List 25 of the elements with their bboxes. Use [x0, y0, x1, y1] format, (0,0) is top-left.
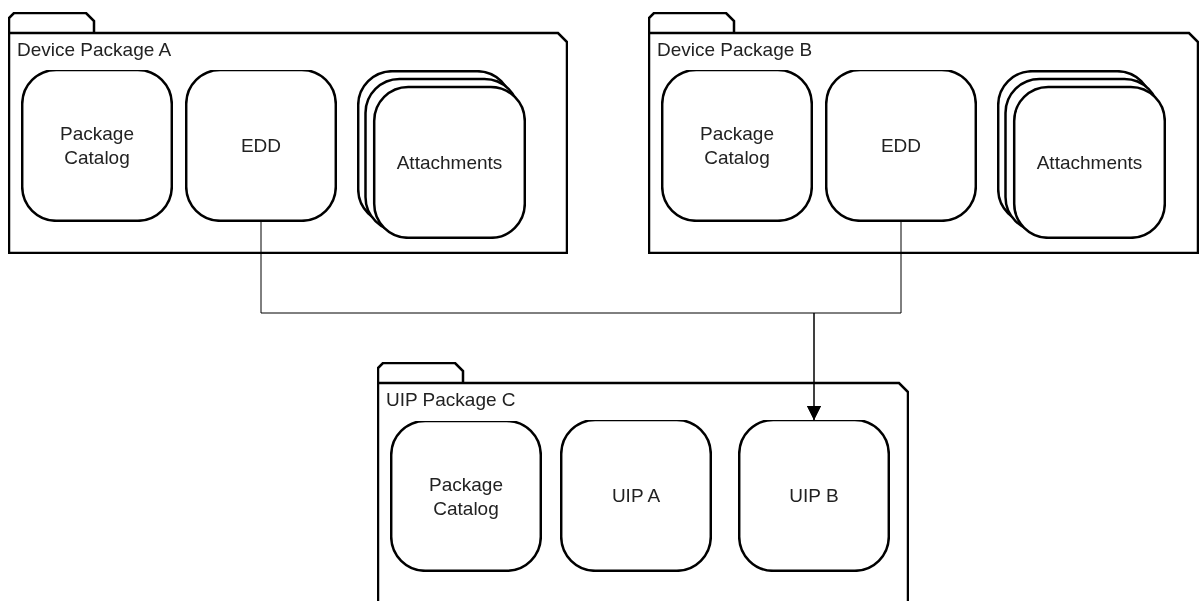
package-title: UIP Package C [386, 388, 516, 412]
rounded-box [738, 420, 890, 572]
box-label: UIP A [611, 484, 661, 508]
package-folder [377, 362, 909, 601]
connector-arrow [807, 221, 902, 421]
box-label: UIP B [789, 484, 839, 508]
box-label: Package Catalog [59, 122, 135, 170]
package-folder [8, 12, 568, 254]
package-title: Device Package A [17, 38, 172, 62]
package-folder [648, 12, 1199, 254]
rounded-box [560, 420, 712, 572]
rounded-box [390, 421, 542, 572]
box-label: EDD [240, 134, 282, 158]
rounded-box [185, 70, 337, 222]
stacked-rounded-boxes [997, 70, 1166, 239]
box-label: Package Catalog [428, 472, 504, 521]
box-label: Package Catalog [699, 122, 775, 170]
rounded-box [661, 70, 813, 222]
stacked-rounded-boxes [357, 70, 526, 239]
rounded-box [21, 70, 173, 222]
package-title: Device Package B [657, 38, 813, 62]
rounded-box [825, 70, 977, 222]
box-label: Attachments [396, 151, 503, 175]
box-label: Attachments [1036, 151, 1143, 175]
box-label: EDD [880, 134, 922, 158]
